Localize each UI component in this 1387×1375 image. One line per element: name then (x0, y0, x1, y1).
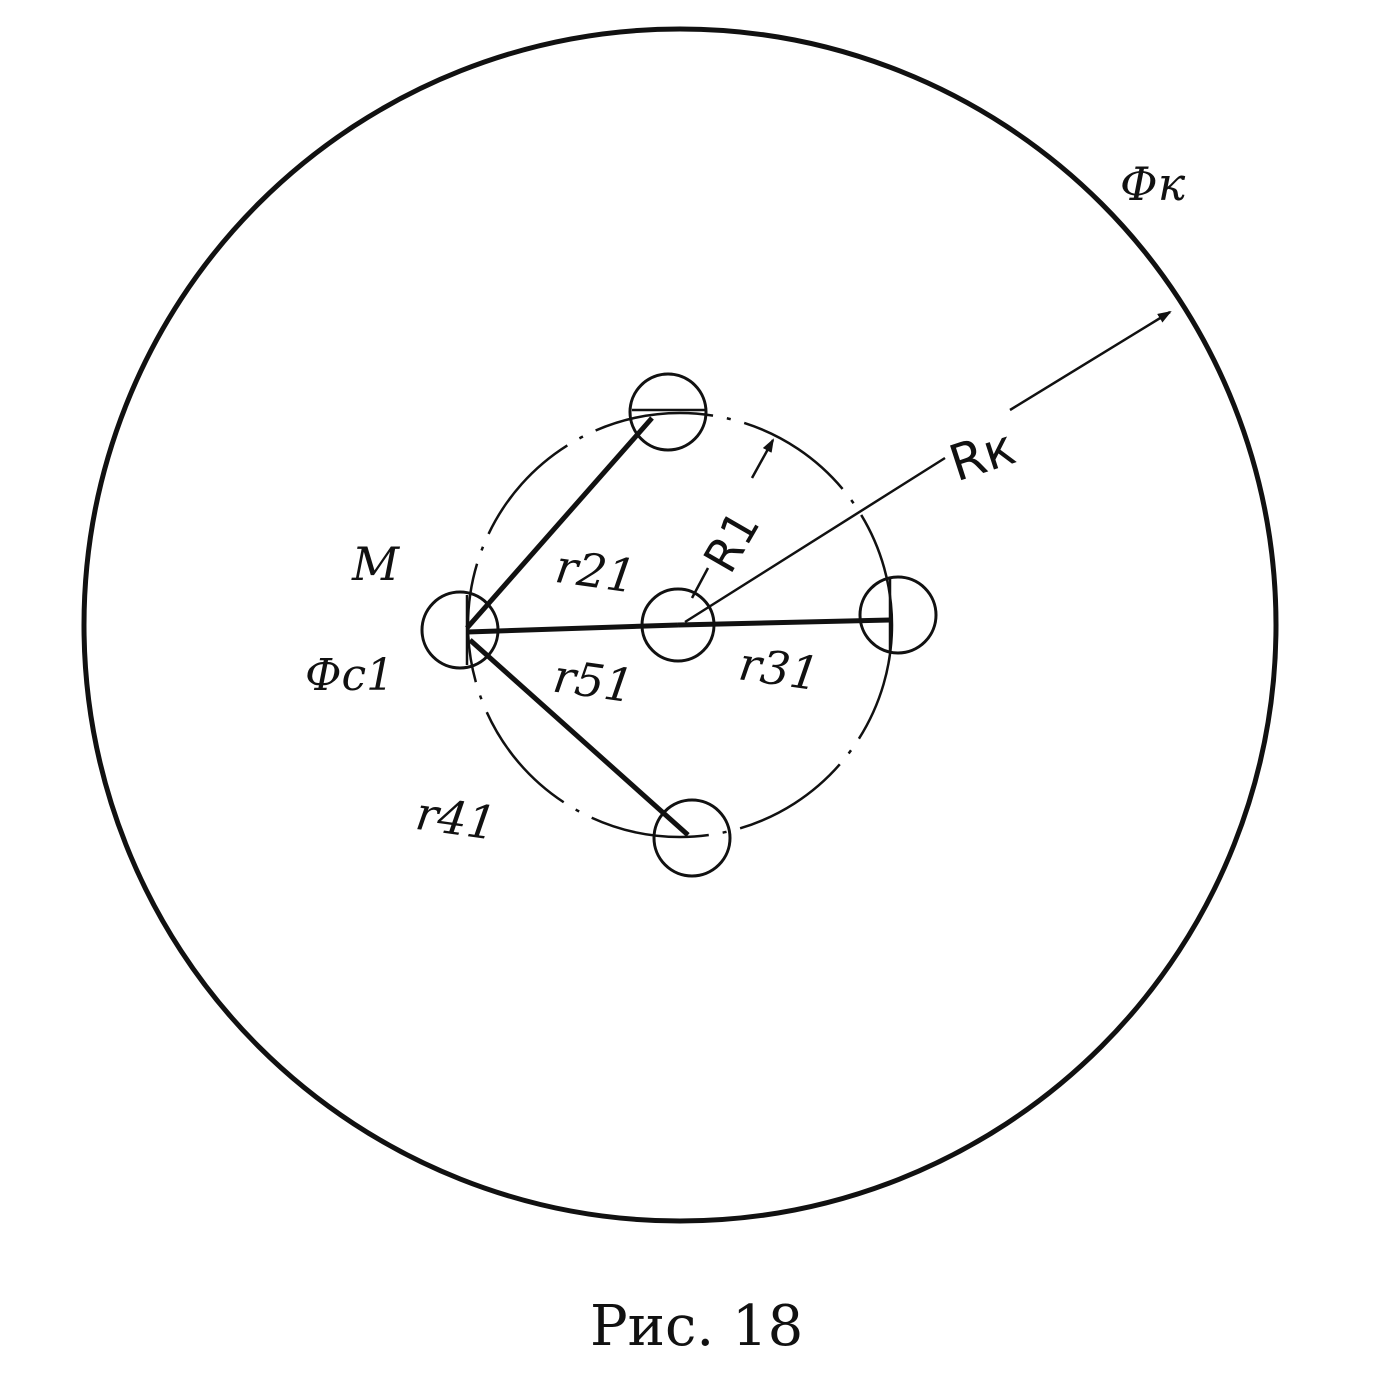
label-R-1: R1 (693, 501, 770, 581)
label-phi-c1: Фс1 (305, 650, 394, 701)
line-R1-lower (690, 567, 710, 599)
outer-contour-circle (81, 26, 1279, 1224)
line-Rk-inner (684, 456, 946, 624)
line-r51 (466, 622, 679, 635)
line-R1-upper (750, 438, 775, 479)
label-r41: r41 (413, 786, 500, 851)
line-r21 (465, 416, 654, 630)
well-4 (652, 798, 732, 878)
label-M: M (351, 537, 401, 591)
figure-caption: Рис. 18 (590, 1294, 803, 1359)
label-R-k: Rк (942, 418, 1022, 493)
label-r31: r31 (735, 636, 822, 701)
label-phi-k: Φк (1120, 157, 1186, 211)
line-Rk-outer (1009, 310, 1172, 412)
well-3 (858, 575, 938, 655)
line-r41 (468, 638, 690, 837)
label-r51: r51 (550, 649, 637, 714)
line-r31 (677, 617, 891, 628)
well-2 (628, 372, 708, 452)
label-r21: r21 (552, 539, 639, 604)
